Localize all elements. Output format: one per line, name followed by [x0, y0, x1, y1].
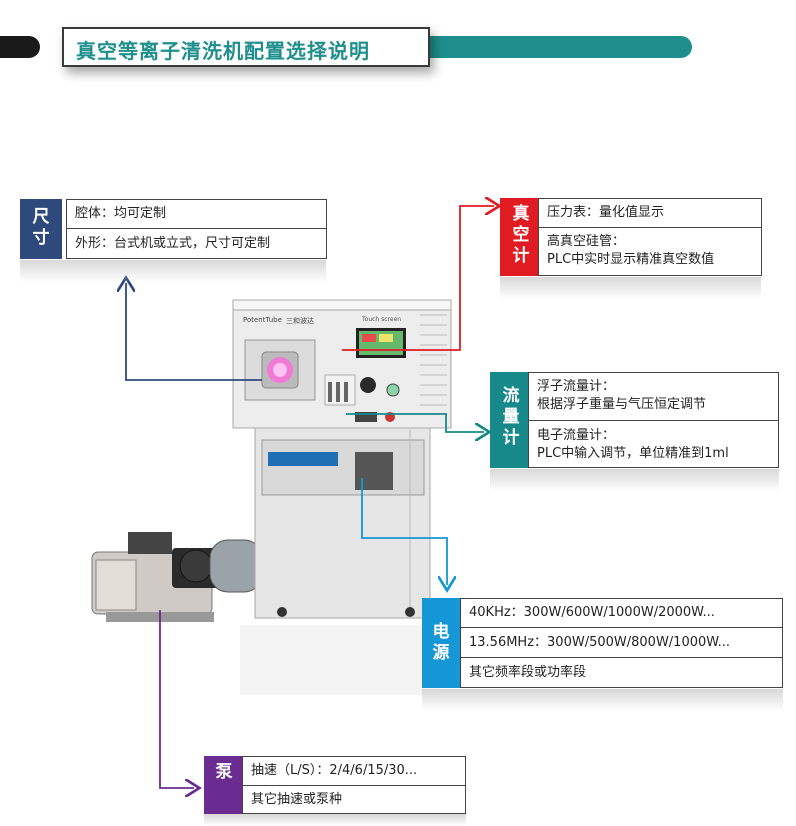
flowmeter-row-float: 浮子流量计：根据浮子重量与气压恒定调节	[529, 373, 778, 421]
vacuum-gauge-row-silicon: 高真空硅管：PLC中实时显示精准真空数值	[547, 234, 715, 267]
page-title-box: 真空等离子清洗机配置选择说明	[62, 27, 430, 67]
vacuum-gauge-row-pressure: 压力表：量化值显示	[539, 199, 761, 228]
vacuum-pump-image	[91, 532, 263, 622]
power-tag: 电源	[422, 598, 460, 688]
power-row-13mhz: 13.56MHz：300W/500W/800W/1000W...	[461, 628, 782, 658]
size-row-shape: 外形：台式机或立式，尺寸可定制	[75, 236, 271, 251]
flowmeter-shadow	[490, 469, 779, 491]
vacuum-gauge-table: 压力表：量化值显示 高真空硅管：PLC中实时显示精准真空数值	[538, 198, 762, 276]
header-accent-right	[430, 36, 692, 58]
pump-row-speed: 抽速（L/S）：2/4/6/15/30...	[243, 757, 465, 786]
header-accent-left	[0, 36, 40, 58]
power-connector	[361, 478, 447, 585]
machine-brand: PotentTube	[243, 316, 282, 324]
flowmeter-row-electronic: 电子流量计：PLC中输入调节，单位精准到1ml	[537, 428, 729, 461]
pump-row-other: 其它抽速或泵种	[251, 792, 343, 807]
power-shadow	[422, 689, 783, 711]
size-row-chamber: 腔体：均可定制	[67, 200, 326, 229]
power-table: 40KHz：300W/600W/1000W/2000W... 13.56MHz：…	[460, 598, 783, 688]
vacuum-gauge-shadow	[500, 277, 761, 299]
size-connector	[126, 283, 262, 381]
size-tag: 尺寸	[20, 199, 62, 259]
screen-label: Touch screen	[362, 316, 402, 323]
vacuum-gauge-connector	[342, 206, 494, 351]
pump-shadow	[204, 814, 466, 826]
pump-tag: 泵	[204, 756, 244, 814]
power-row-40khz: 40KHz：300W/600W/1000W/2000W...	[461, 599, 782, 628]
size-table: 腔体：均可定制 外形：台式机或立式，尺寸可定制	[66, 199, 327, 259]
size-shadow	[20, 260, 326, 282]
flowmeter-tag: 流量计	[490, 372, 532, 468]
pump-connector	[159, 610, 194, 788]
page-title: 真空等离子清洗机配置选择说明	[76, 39, 370, 63]
vacuum-gauge-tag: 真空计	[500, 198, 542, 276]
power-row-other: 其它频率段或功率段	[469, 665, 587, 680]
machine-brand-cn: 三和波达	[286, 317, 314, 325]
flowmeter-table: 浮子流量计：根据浮子重量与气压恒定调节 电子流量计：PLC中输入调节，单位精准到…	[528, 372, 779, 468]
pump-table: 抽速（L/S）：2/4/6/15/30... 其它抽速或泵种	[242, 756, 466, 814]
flowmeter-connector	[346, 413, 484, 432]
